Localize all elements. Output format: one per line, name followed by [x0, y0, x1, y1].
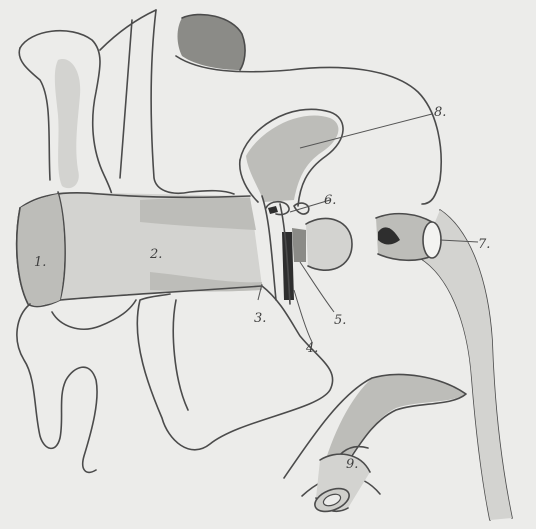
label-7: 7.	[478, 237, 490, 252]
label-8: 8.	[434, 105, 446, 120]
external-canal	[17, 192, 262, 307]
label-9: 9.	[346, 457, 358, 472]
label-2: 2.	[149, 247, 162, 262]
label-6: 6.	[324, 193, 336, 208]
label-3: 3.	[254, 311, 266, 326]
label-4: 4.	[305, 341, 318, 356]
label-5: 5.	[334, 313, 346, 328]
label-1: 1.	[34, 255, 46, 270]
